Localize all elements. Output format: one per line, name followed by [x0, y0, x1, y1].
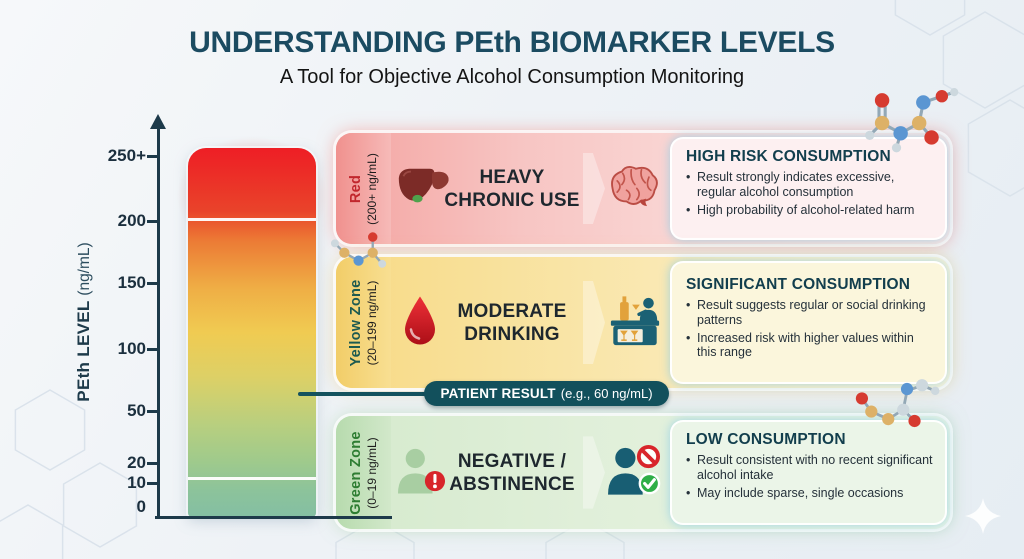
- zone-red: Red (200+ ng/mL) HEAVY CHRONIC USE HIGH …: [336, 133, 950, 244]
- zone-yellow-side-range: (20–199 ng/mL): [365, 280, 379, 365]
- tick-mark: [147, 155, 158, 158]
- zone-red-title: HEAVY CHRONIC USE: [444, 166, 580, 211]
- peth-scale-bar: [188, 148, 316, 517]
- zone-yellow-bullets: Result suggests regular or social drinki…: [686, 298, 933, 360]
- bullet: Result consistent with no recent signifi…: [686, 453, 933, 483]
- zone-yellow-label-strip: Yellow Zone (20–199 ng/mL): [336, 257, 391, 388]
- patient-result-label: PATIENT RESULT: [440, 386, 556, 401]
- zone-yellow-title: MODERATE DRINKING: [457, 300, 567, 345]
- zone-green-card-heading: LOW CONSUMPTION: [686, 431, 846, 448]
- scale-divider-low: [188, 477, 316, 480]
- brain-icon: [606, 161, 662, 216]
- sparkle-icon: [965, 498, 1001, 534]
- zone-red-side-range: (200+ ng/mL): [365, 152, 379, 225]
- molecule-icon: [855, 379, 940, 428]
- y-axis-line: [157, 128, 160, 518]
- tick-label-250: 250+: [107, 146, 146, 165]
- zone-red-label-strip: Red (200+ ng/mL): [336, 133, 391, 244]
- molecule-icon: [865, 88, 959, 153]
- zone-green: Green Zone (0–19 ng/mL) NEGATIVE / ABSTI…: [336, 416, 950, 529]
- bullet: Increased risk with higher values within…: [686, 331, 933, 361]
- tick-label-200: 200: [117, 211, 146, 230]
- zone-green-bullets: Result consistent with no recent signifi…: [686, 453, 933, 500]
- patient-result-line: [298, 392, 426, 396]
- blood-drop-icon: [402, 295, 438, 350]
- tick-label-50: 50: [127, 401, 146, 420]
- zone-red-card-heading: HIGH RISK CONSUMPTION: [686, 148, 891, 165]
- zone-red-card: HIGH RISK CONSUMPTION Result strongly in…: [670, 137, 947, 240]
- zone-yellow-card: SIGNIFICANT CONSUMPTION Result suggests …: [670, 261, 947, 384]
- zone-yellow: Yellow Zone (20–199 ng/mL) MODERATE DRIN…: [336, 257, 950, 388]
- zone-green-side-label: Green Zone: [347, 430, 364, 515]
- tick-mark: [147, 410, 158, 413]
- tick-label-20: 20: [127, 453, 146, 472]
- chevron-right-icon: [583, 436, 605, 509]
- zone-yellow-card-heading: SIGNIFICANT CONSUMPTION: [686, 276, 911, 293]
- person-alert-icon: [396, 446, 448, 499]
- zone-green-title: NEGATIVE / ABSTINENCE: [449, 450, 575, 495]
- bullet: May include sparse, single occasions: [686, 486, 933, 501]
- zone-green-side-range: (0–19 ng/mL): [365, 436, 379, 509]
- tick-label-150: 150: [117, 273, 146, 292]
- person-check-icon: [606, 444, 664, 501]
- x-axis-line: [155, 516, 392, 519]
- patient-result-value: (e.g., 60 ng/mL): [560, 386, 653, 401]
- chevron-right-icon: [583, 152, 605, 224]
- tick-label-0: 0: [136, 497, 146, 516]
- tick-mark: [147, 482, 158, 485]
- y-axis-title: PEth LEVEL (ng/mL): [74, 242, 94, 401]
- y-axis-arrow-icon: [150, 114, 166, 129]
- bullet: High probability of alcohol-related harm: [686, 203, 933, 218]
- patient-result-pill: PATIENT RESULT (e.g., 60 ng/mL): [424, 381, 669, 406]
- liver-icon: [396, 164, 452, 213]
- bullet: Result strongly indicates excessive, reg…: [686, 170, 933, 200]
- tick-mark: [147, 348, 158, 351]
- page-title: UNDERSTANDING PEth BIOMARKER LEVELS: [189, 26, 835, 59]
- tick-label-10: 10: [127, 473, 146, 492]
- zone-green-label-strip: Green Zone (0–19 ng/mL): [336, 416, 391, 529]
- zone-red-bullets: Result strongly indicates excessive, reg…: [686, 170, 933, 217]
- chevron-right-icon: [583, 280, 605, 365]
- scale-divider-200: [188, 218, 316, 221]
- molecule-icon: [330, 232, 387, 268]
- bullet: Result suggests regular or social drinki…: [686, 298, 933, 328]
- page-subtitle: A Tool for Objective Alcohol Consumption…: [279, 66, 745, 88]
- bar-scene-icon: [606, 293, 664, 352]
- zone-red-side-label: Red: [347, 174, 364, 203]
- zone-yellow-side-label: Yellow Zone: [347, 278, 364, 367]
- tick-mark: [147, 220, 158, 223]
- tick-mark: [147, 282, 158, 285]
- tick-label-100: 100: [117, 339, 146, 358]
- zone-green-card: LOW CONSUMPTION Result consistent with n…: [670, 420, 947, 525]
- tick-mark: [147, 462, 158, 465]
